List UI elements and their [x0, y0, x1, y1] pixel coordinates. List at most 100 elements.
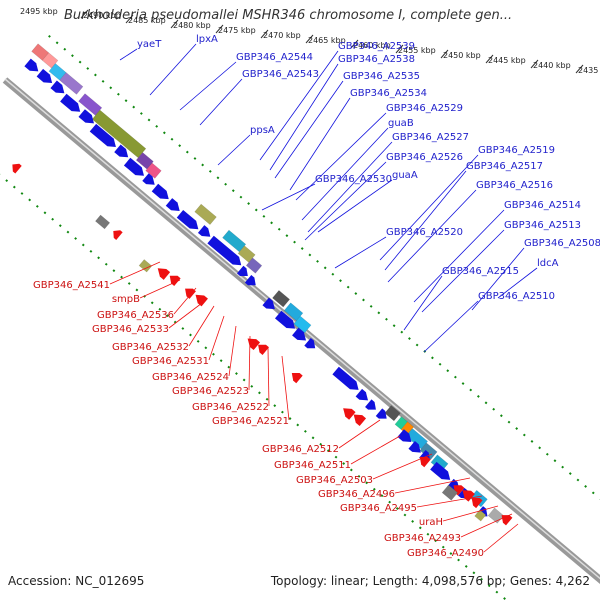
reverse-gene-label[interactable]: GBP346_A2490 — [407, 548, 484, 559]
reverse-gene-label[interactable]: GBP346_A2532 — [112, 342, 189, 353]
reverse-gene-label[interactable]: GBP346_A2541 — [33, 280, 110, 291]
forward-gene-label[interactable]: GBP346_A2520 — [386, 227, 463, 238]
reverse-gene-label[interactable]: GBP346_A2521 — [212, 416, 289, 427]
forward-gene-label[interactable]: guaA — [392, 170, 418, 181]
reverse-gene[interactable] — [289, 369, 303, 384]
reverse-gene[interactable] — [244, 335, 261, 351]
reverse-gene[interactable] — [167, 272, 181, 286]
pseudo-gene[interactable] — [441, 484, 459, 501]
forward-gene-label[interactable]: GBP346_A2543 — [242, 69, 319, 80]
forward-gene[interactable] — [332, 366, 361, 394]
forward-gene-label[interactable]: GBP346_A2513 — [504, 220, 581, 231]
reverse-gene[interactable] — [340, 404, 356, 420]
forward-gene-label[interactable]: GBP346_A2516 — [476, 180, 553, 191]
forward-gene[interactable] — [292, 327, 309, 345]
forward-gene-label[interactable]: lpxA — [196, 34, 218, 45]
forward-gene-label[interactable]: guaB — [388, 118, 414, 129]
forward-gene[interactable] — [304, 337, 318, 352]
reverse-gene-label[interactable]: smpB — [112, 294, 140, 305]
forward-gene[interactable] — [365, 399, 379, 413]
forward-gene[interactable] — [244, 275, 259, 289]
annotation-block[interactable] — [41, 52, 59, 69]
forward-gene[interactable] — [207, 235, 244, 269]
reverse-gene-label[interactable]: GBP346_A2524 — [152, 372, 229, 383]
forward-gene-label[interactable]: GBP346_A2508 — [524, 238, 600, 249]
forward-gene-label[interactable]: GBP346_A2517 — [466, 161, 543, 172]
forward-gene-label[interactable]: GBP346_A2530 — [315, 174, 392, 185]
forward-gene[interactable] — [262, 297, 278, 313]
forward-gene-label[interactable]: GBP346_A2535 — [343, 71, 420, 82]
forward-gene[interactable] — [89, 123, 119, 151]
reverse-gene-label[interactable]: GBP346_A2536 — [97, 310, 174, 321]
forward-gene[interactable] — [24, 58, 41, 76]
forward-gene-label[interactable]: GBP346_A2539 — [338, 41, 415, 52]
pseudo-gene[interactable] — [95, 214, 111, 230]
reverse-gene[interactable] — [468, 494, 483, 509]
annotation-block[interactable] — [91, 109, 147, 159]
annotation-block[interactable] — [78, 93, 103, 116]
reverse-gene-label[interactable]: GBP346_A2512 — [262, 444, 339, 455]
forward-gene-label[interactable]: GBP346_A2529 — [386, 103, 463, 114]
forward-gene-label[interactable]: ldcA — [537, 258, 559, 269]
reverse-gene-label[interactable]: GBP346_A2523 — [172, 386, 249, 397]
reverse-gene[interactable] — [350, 411, 367, 426]
forward-gene-label[interactable]: GBP346_A2544 — [236, 52, 313, 63]
forward-gene-label[interactable]: GBP346_A2527 — [392, 132, 469, 143]
annotation-block[interactable] — [245, 257, 263, 274]
forward-gene[interactable] — [355, 388, 372, 404]
forward-gene[interactable] — [50, 80, 67, 97]
reverse-gene[interactable] — [192, 291, 208, 307]
forward-gene[interactable] — [197, 225, 214, 240]
annotation-block[interactable] — [222, 229, 247, 253]
annotation-block[interactable] — [135, 152, 154, 170]
reverse-gene-label[interactable]: GBP346_A2503 — [296, 475, 373, 486]
forward-gene[interactable] — [375, 408, 390, 422]
annotation-block[interactable] — [394, 416, 408, 430]
annotation-block[interactable] — [31, 43, 50, 61]
forward-gene[interactable] — [408, 441, 424, 456]
forward-gene-label[interactable]: yaeT — [137, 39, 162, 50]
forward-gene[interactable] — [142, 173, 158, 188]
forward-gene-label[interactable]: GBP346_A2519 — [478, 145, 555, 156]
forward-gene[interactable] — [274, 310, 298, 333]
forward-gene-label[interactable]: GBP346_A2534 — [350, 88, 427, 99]
annotation-block[interactable] — [194, 203, 217, 226]
forward-gene-label[interactable]: GBP346_A2514 — [504, 200, 581, 211]
reverse-gene[interactable] — [417, 453, 431, 468]
forward-gene[interactable] — [151, 183, 172, 203]
forward-gene-label[interactable]: GBP346_A2515 — [442, 266, 519, 277]
reverse-gene-label[interactable]: GBP346_A2493 — [384, 533, 461, 544]
annotation-block[interactable] — [237, 245, 256, 263]
pseudo-gene[interactable] — [138, 259, 153, 273]
forward-gene-label[interactable]: GBP346_A2510 — [478, 291, 555, 302]
pseudo-gene[interactable] — [474, 509, 487, 522]
annotation-block[interactable] — [145, 162, 162, 179]
forward-gene[interactable] — [176, 209, 202, 233]
reverse-gene[interactable] — [155, 264, 171, 280]
forward-gene[interactable] — [236, 265, 251, 280]
reverse-gene[interactable] — [110, 227, 123, 240]
reverse-gene-label[interactable]: GBP346_A2495 — [340, 503, 417, 514]
annotation-block[interactable] — [272, 289, 290, 308]
forward-gene[interactable] — [397, 429, 414, 446]
annotation-block[interactable] — [48, 63, 67, 81]
annotation-block[interactable] — [293, 315, 312, 334]
annotation-block[interactable] — [59, 72, 84, 95]
forward-gene-label[interactable]: GBP346_A2538 — [338, 54, 415, 65]
forward-gene-label[interactable]: ppsA — [250, 125, 275, 136]
forward-gene[interactable] — [165, 198, 183, 215]
forward-gene[interactable] — [78, 109, 97, 127]
annotation-block[interactable] — [384, 405, 401, 422]
forward-gene-label[interactable]: GBP346_A2526 — [386, 152, 463, 163]
reverse-gene[interactable] — [9, 161, 22, 174]
reverse-gene[interactable] — [255, 341, 269, 355]
reverse-gene-label[interactable]: GBP346_A2531 — [132, 356, 209, 367]
forward-gene[interactable] — [36, 68, 56, 87]
reverse-gene-label[interactable]: GBP346_A2511 — [274, 460, 351, 471]
annotation-block[interactable] — [283, 302, 304, 322]
reverse-gene-label[interactable]: GBP346_A2533 — [92, 324, 169, 335]
forward-gene[interactable] — [430, 461, 453, 484]
reverse-gene-label[interactable]: GBP346_A2522 — [192, 402, 269, 413]
forward-gene[interactable] — [123, 157, 147, 180]
